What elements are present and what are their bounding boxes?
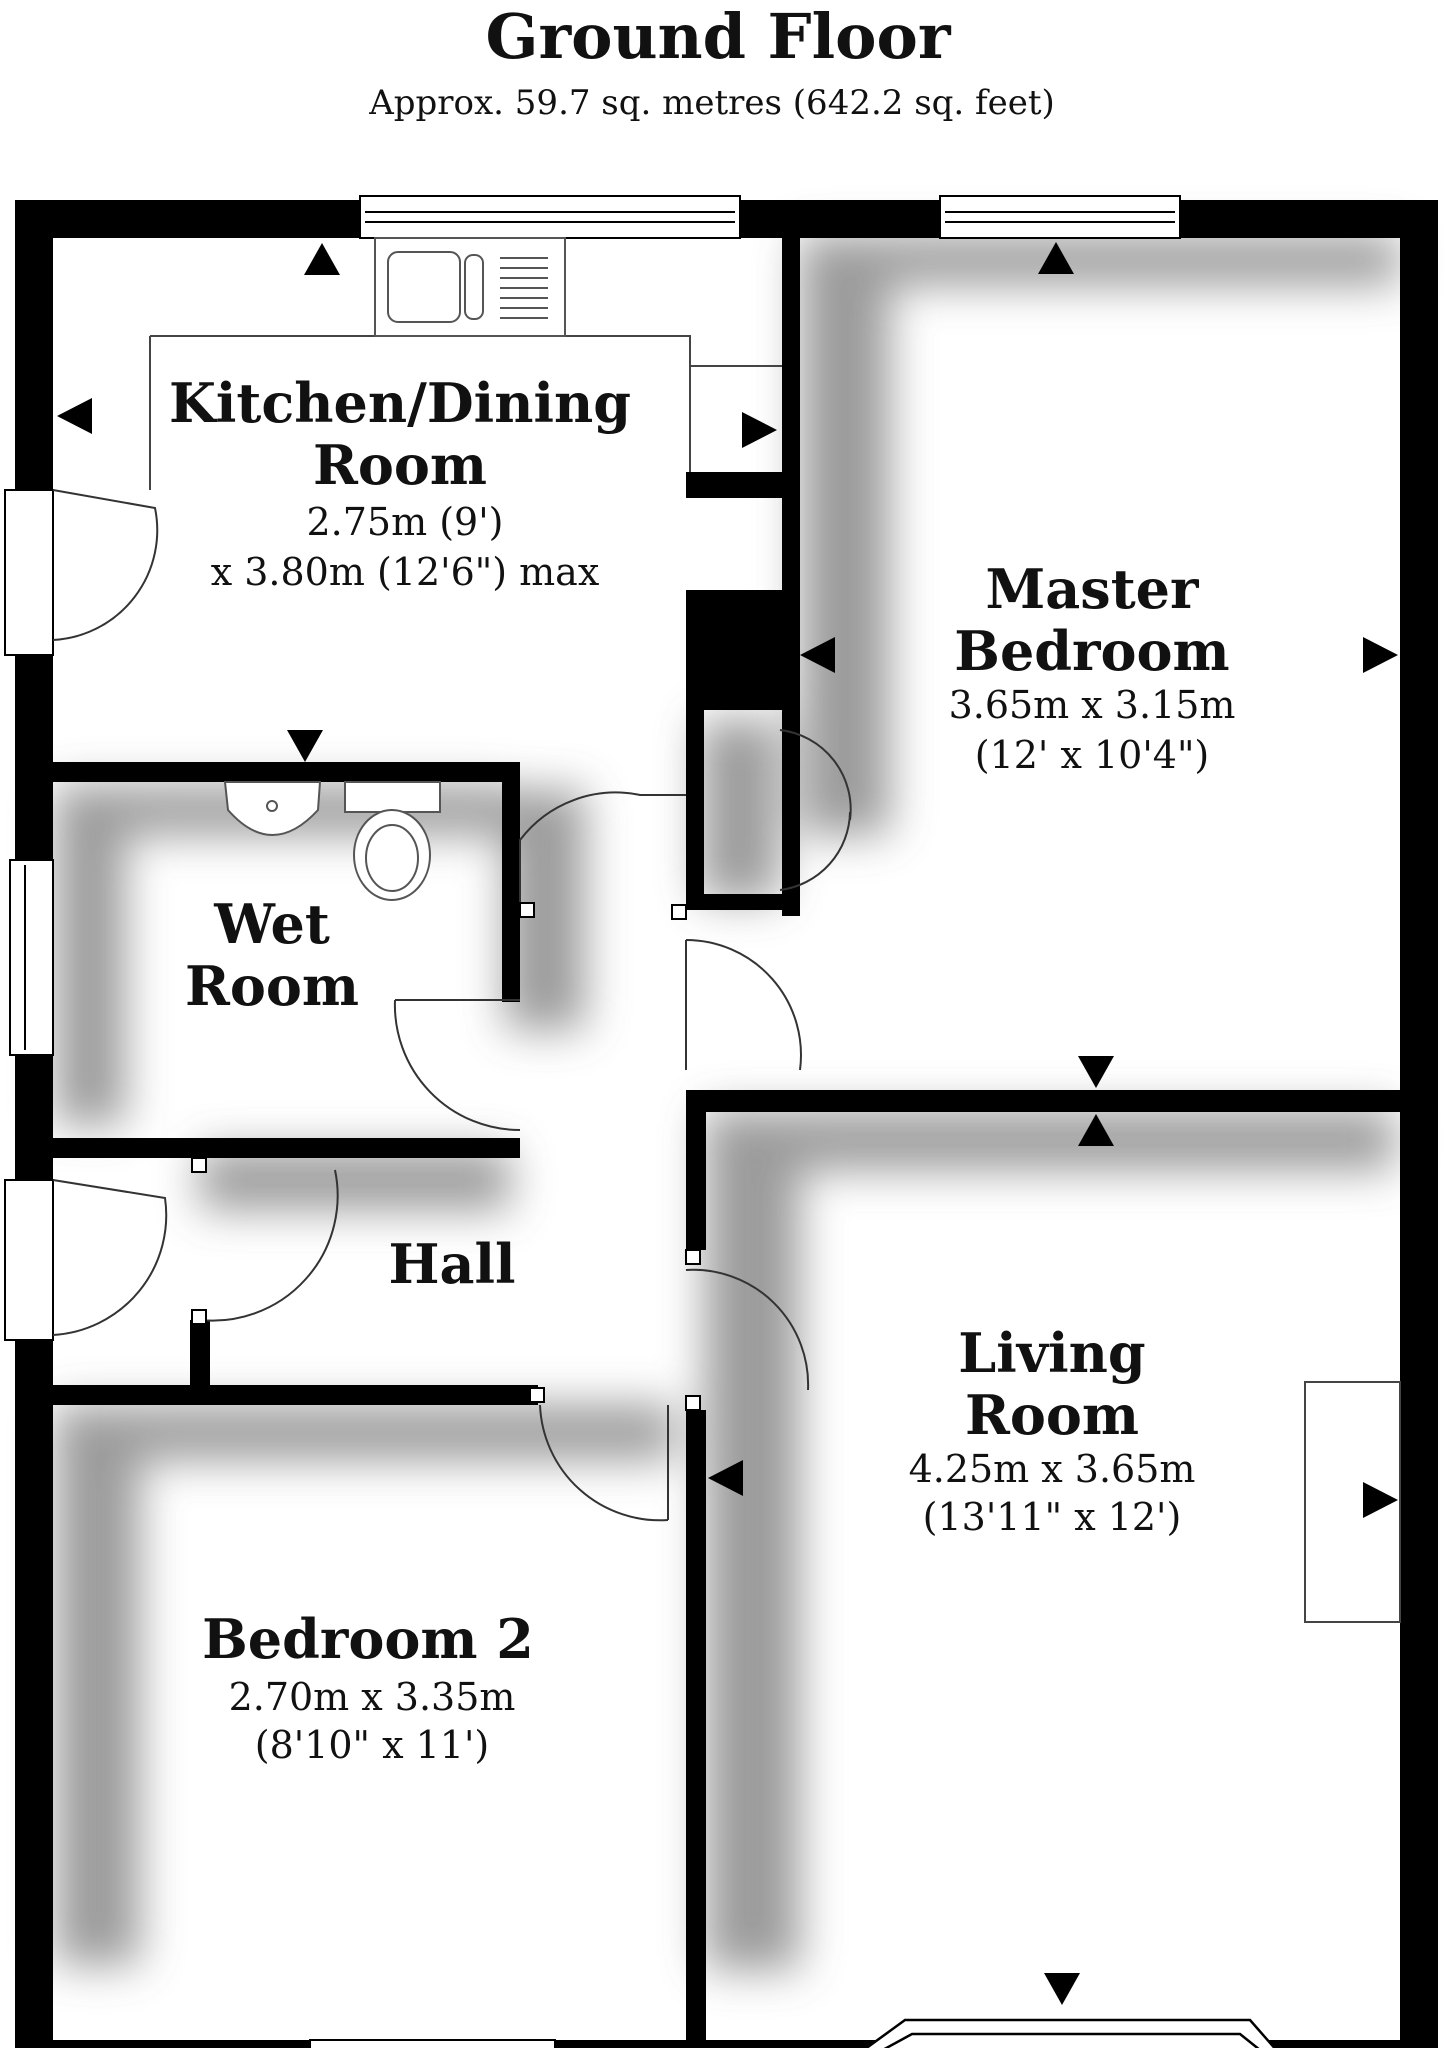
kitchen-window: [359, 195, 741, 239]
kitchen-name: Kitchen/Dining: [169, 371, 631, 435]
living-name: Living: [958, 1321, 1145, 1385]
master-dims: 3.65m x 3.15m: [949, 683, 1236, 727]
arrow-up-icon: [1038, 242, 1074, 274]
fireplace-hearth: [1304, 1381, 1401, 1623]
room-labels: Kitchen/Dining Room 2.75m (9') x 3.80m (…: [169, 371, 1235, 1767]
arrow-left-icon: [57, 398, 92, 434]
arrow-down-icon: [1078, 1056, 1114, 1088]
kitchen-dims-2: x 3.80m (12'6") max: [211, 550, 600, 594]
kitchen-sink-unit: [374, 237, 566, 337]
arrow-left-icon: [708, 1460, 743, 1496]
wet-name-2: Room: [185, 954, 359, 1018]
thin-partitions: [149, 335, 1401, 1623]
kitchen-side-window: [4, 489, 54, 656]
cistern: [344, 781, 441, 813]
living-dims-2: (13'11" x 12'): [923, 1495, 1182, 1539]
arrow-up-icon: [1078, 1114, 1114, 1146]
master-name: Master: [986, 557, 1199, 621]
door-swings: [52, 489, 852, 1522]
bay-window: [864, 2018, 1277, 2048]
measure-arrows: [57, 242, 1398, 2005]
door-jambs: [191, 902, 701, 1411]
hall-name: Hall: [388, 1232, 515, 1296]
arrow-right-icon: [1363, 1482, 1398, 1518]
living-name-2: Room: [965, 1383, 1139, 1447]
page-subtitle: Approx. 59.7 sq. metres (642.2 sq. feet): [368, 83, 1055, 123]
arrow-down-icon: [287, 730, 323, 762]
bedroom2-dims-2: (8'10" x 11'): [255, 1723, 490, 1767]
bedroom2-window: [309, 2039, 556, 2048]
master-dims-2: (12' x 10'4"): [975, 733, 1210, 777]
bedroom2-dims: 2.70m x 3.35m: [229, 1675, 516, 1719]
arrow-up-icon: [304, 243, 340, 275]
windows: [4, 195, 1181, 2048]
wet-name: Wet: [213, 892, 330, 956]
front-door-frame: [4, 1179, 54, 1341]
wetroom-window: [9, 859, 54, 1056]
master-name-2: Bedroom: [954, 619, 1229, 683]
arrow-down-icon: [1044, 1973, 1080, 2005]
walls: [15, 200, 1438, 2048]
living-dims: 4.25m x 3.65m: [909, 1447, 1196, 1491]
page-title: Ground Floor: [486, 0, 952, 73]
master-window: [939, 195, 1181, 239]
arrow-right-icon: [742, 412, 777, 448]
wetroom-fixtures: [223, 781, 441, 901]
kitchen-dims: 2.75m (9'): [307, 500, 504, 544]
arrow-right-icon: [1363, 637, 1398, 673]
bedroom2-name: Bedroom 2: [202, 1607, 534, 1671]
kitchen-name-2: Room: [313, 433, 487, 497]
arrow-left-icon: [800, 637, 835, 673]
